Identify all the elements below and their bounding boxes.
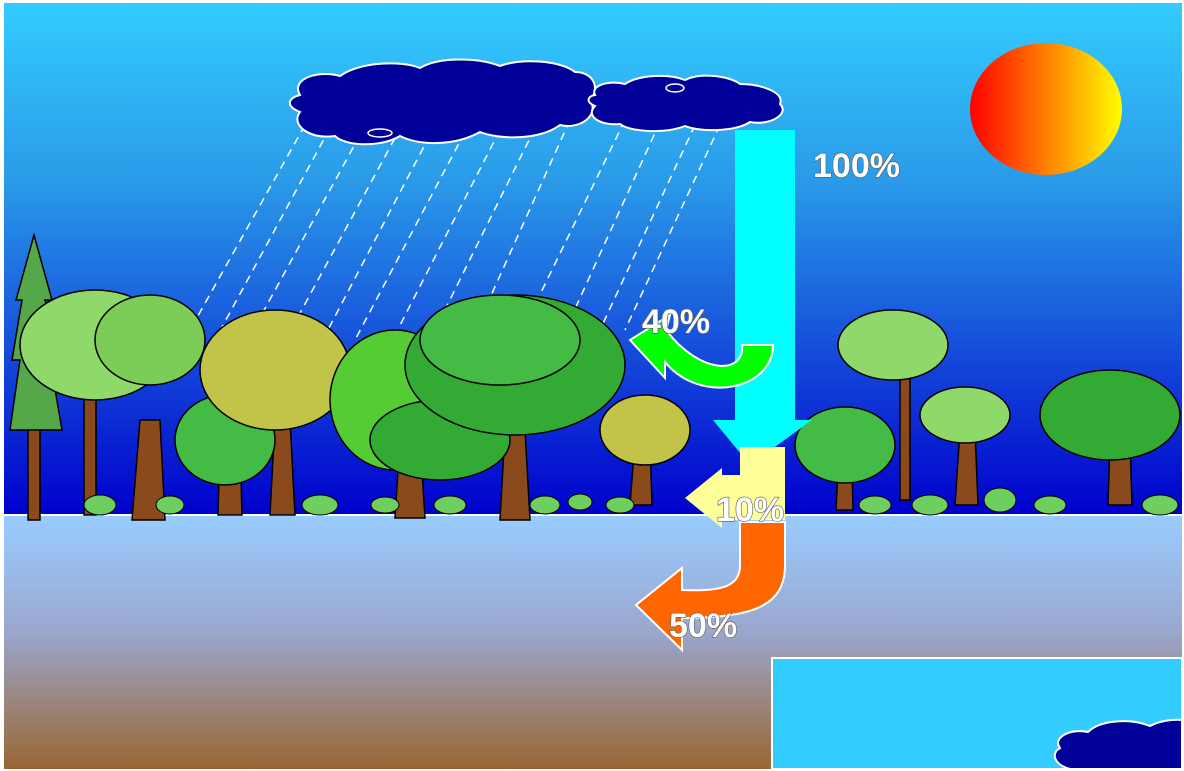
interception-label: 40%: [642, 303, 710, 341]
cloud-small: [587, 74, 784, 133]
surface-runoff-label: 10%: [716, 491, 784, 529]
forest: [9, 232, 1181, 521]
sun: [970, 43, 1122, 175]
interception-arrow: [628, 312, 775, 389]
infiltration-arrow: [634, 521, 786, 653]
cloud-inset: [1053, 718, 1183, 770]
cloud-large: [288, 58, 596, 146]
surface-runoff-arrow: [685, 447, 785, 528]
infiltration-label: 50%: [669, 607, 737, 645]
precipitation-label: 100%: [813, 147, 900, 185]
